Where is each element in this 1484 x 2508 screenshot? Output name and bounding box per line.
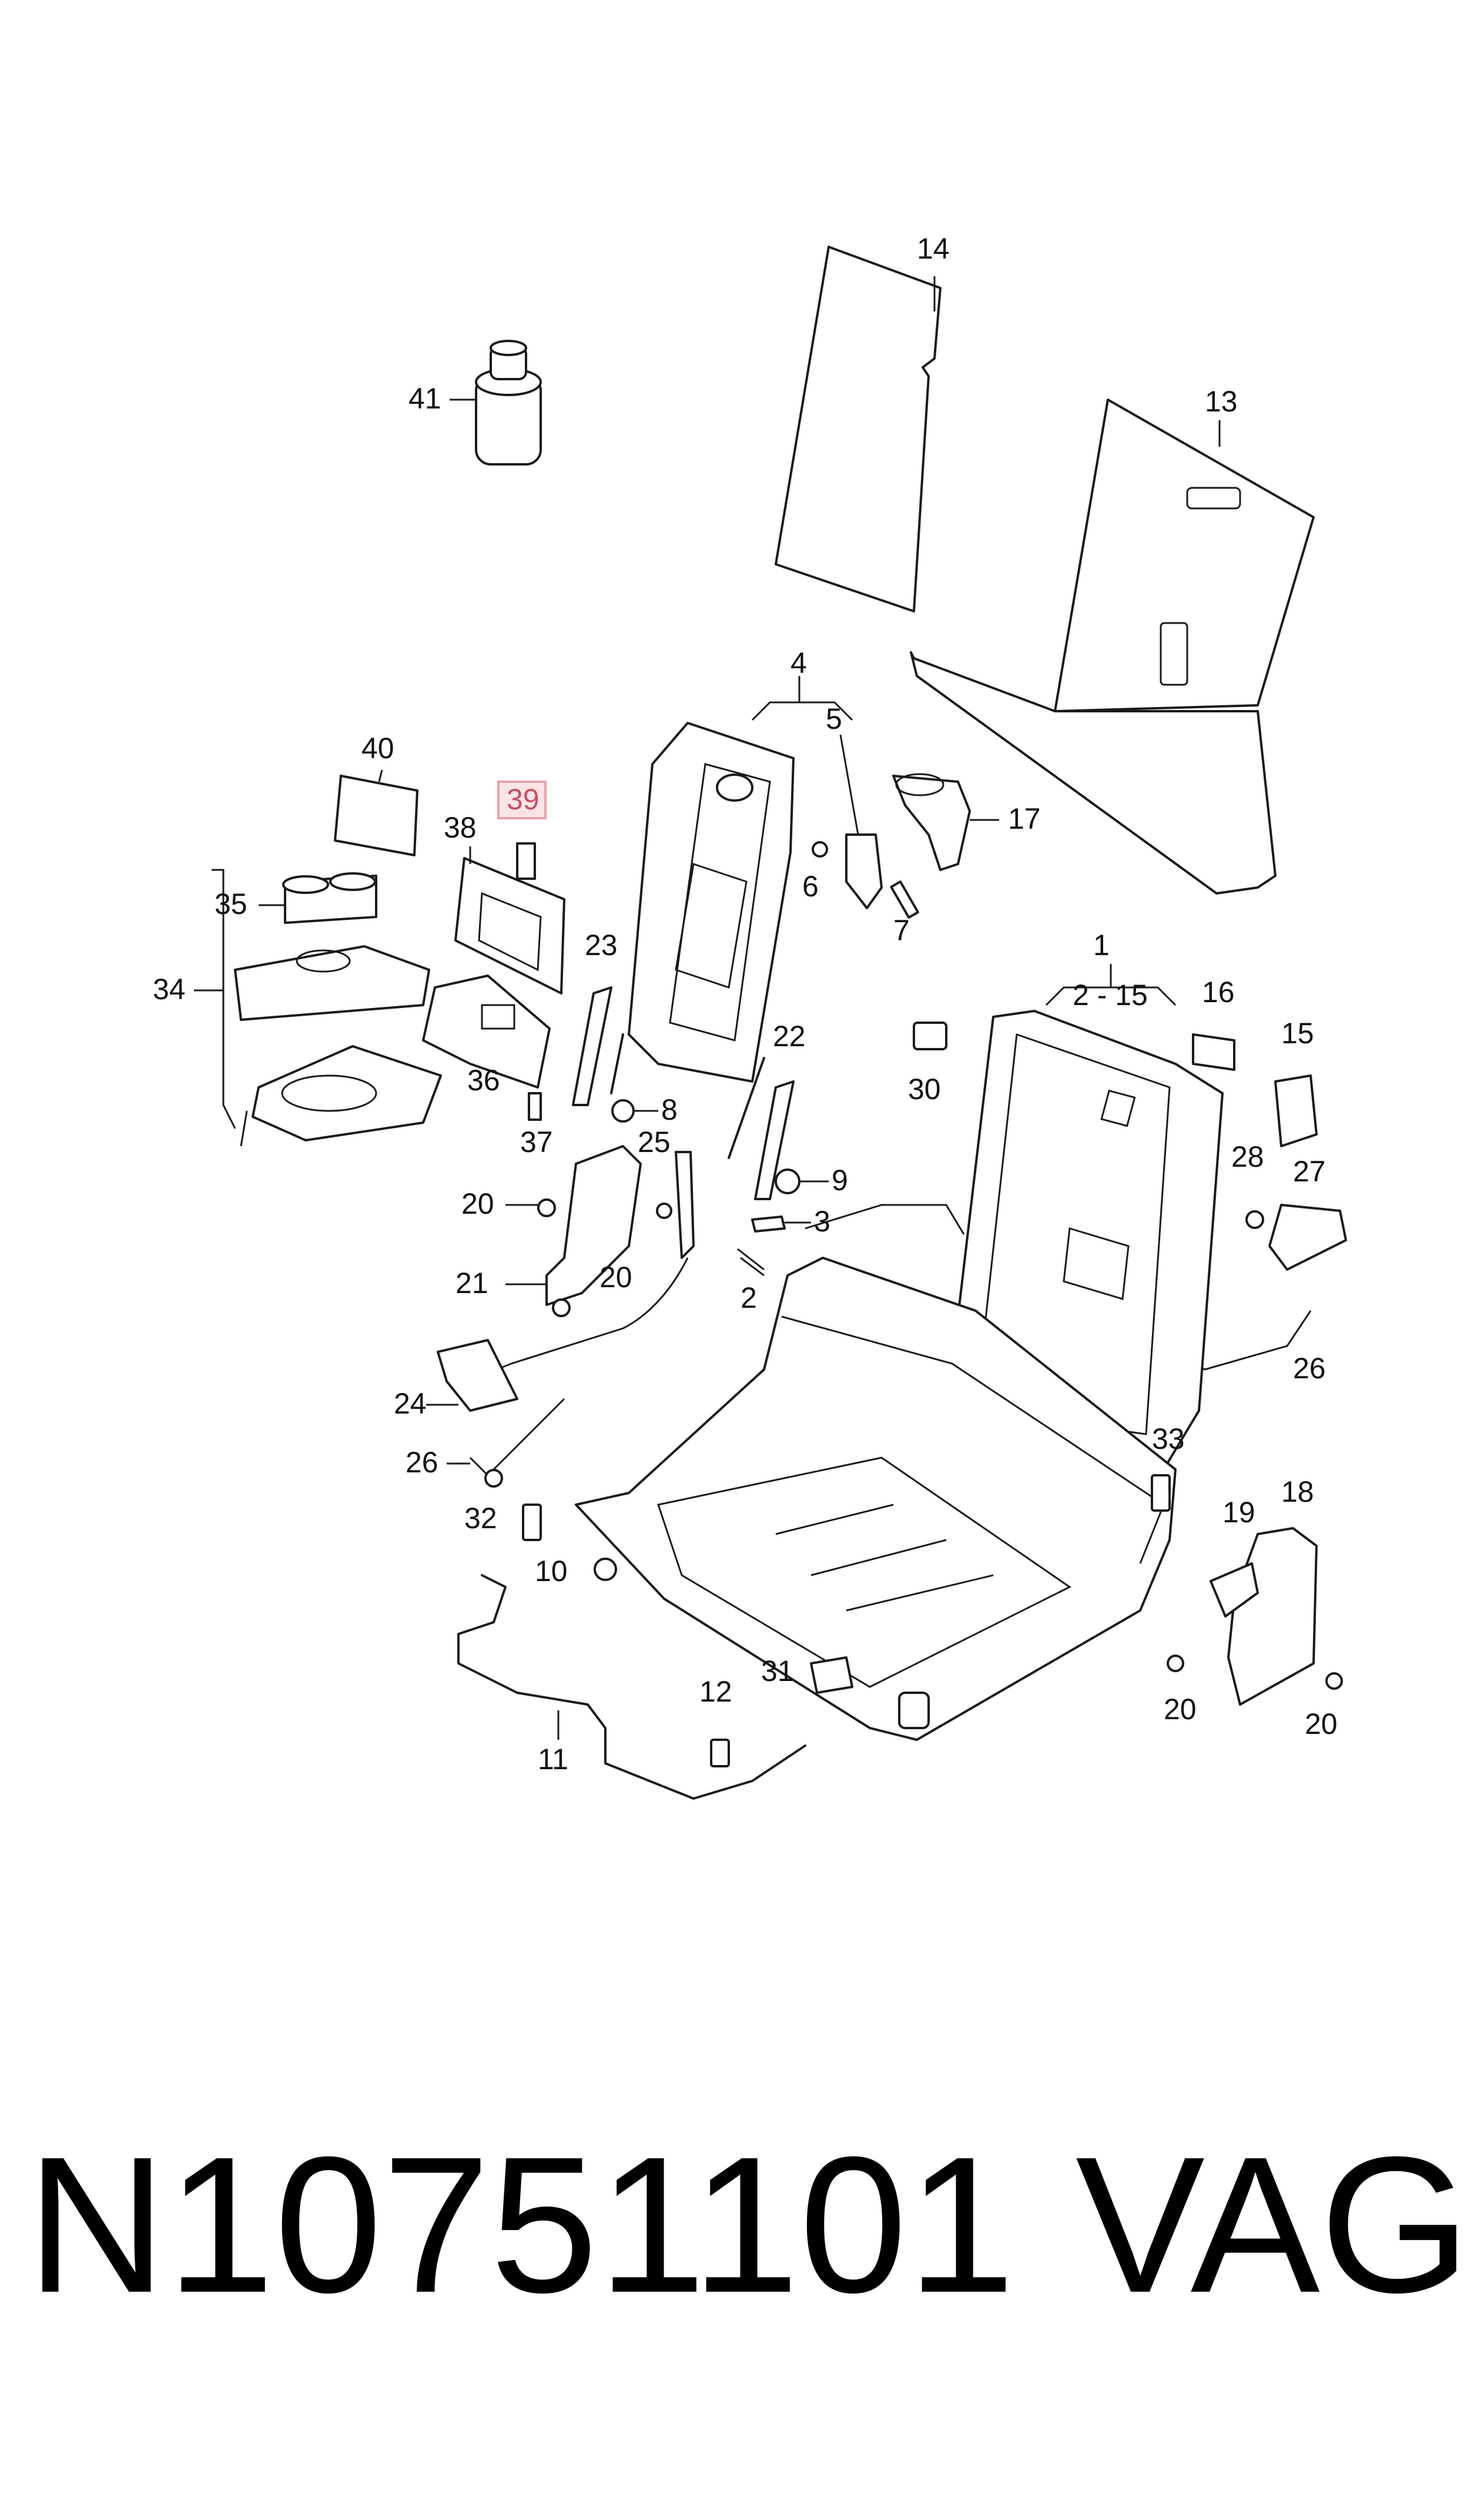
part-38-bracket xyxy=(454,842,565,995)
callout-33: 33 xyxy=(1152,1422,1185,1455)
parts-right-hardware xyxy=(913,1022,1347,1271)
part-21-trim xyxy=(505,1145,642,1317)
parts-bolts xyxy=(522,1474,1171,1767)
callout-20-d: 20 xyxy=(1305,1707,1338,1740)
part-number: N10751101 xyxy=(26,2116,1016,2333)
callout-26-b: 26 xyxy=(1293,1352,1326,1385)
callout-25: 25 xyxy=(638,1126,671,1158)
callout-labels: 14 13 41 4 5 40 39 17 38 6 35 7 1 23 2 -… xyxy=(153,232,1338,1776)
part-5-latch xyxy=(812,734,919,919)
callout-19: 19 xyxy=(1222,1496,1255,1529)
callout-28: 28 xyxy=(1231,1140,1264,1173)
callout-5: 5 xyxy=(826,702,842,735)
callout-2-15: 2 - 15 xyxy=(1073,979,1148,1012)
part-35-cupholder xyxy=(259,872,377,924)
callout-17: 17 xyxy=(1008,802,1041,835)
callout-3: 3 xyxy=(814,1205,830,1238)
callout-9: 9 xyxy=(832,1164,848,1197)
part-40-card xyxy=(334,769,418,856)
part-13-panel xyxy=(910,399,1315,895)
callout-27: 27 xyxy=(1293,1155,1326,1188)
callout-24: 24 xyxy=(394,1387,427,1420)
callout-7: 7 xyxy=(893,914,910,947)
callout-31: 31 xyxy=(761,1655,794,1687)
part-4-backrest-frame xyxy=(610,676,853,1159)
callout-35: 35 xyxy=(215,888,247,920)
part-14-panel xyxy=(775,246,942,612)
parts-small-hardware xyxy=(572,986,829,1277)
callout-6: 6 xyxy=(802,870,819,903)
callout-30: 30 xyxy=(908,1073,941,1106)
callout-2: 2 xyxy=(741,1281,757,1314)
callout-38: 38 xyxy=(444,811,477,844)
part-18-trim xyxy=(1167,1527,1343,1706)
callout-15: 15 xyxy=(1281,1017,1314,1050)
callout-11: 11 xyxy=(538,1743,568,1776)
callout-26-a: 26 xyxy=(406,1446,438,1479)
callout-20-c: 20 xyxy=(1164,1693,1197,1726)
callout-36: 36 xyxy=(467,1064,500,1097)
part-24-bracket xyxy=(426,1339,518,1412)
part-41-container xyxy=(450,340,542,466)
callout-32: 32 xyxy=(464,1502,497,1535)
callout-14: 14 xyxy=(917,232,950,265)
callout-10: 10 xyxy=(535,1555,568,1588)
callout-4: 4 xyxy=(790,647,807,679)
part-11-rod xyxy=(457,1574,806,1800)
callout-41: 41 xyxy=(408,382,441,415)
callout-21: 21 xyxy=(455,1267,488,1300)
callout-1: 1 xyxy=(1093,929,1110,962)
callout-34: 34 xyxy=(153,973,186,1006)
callout-22: 22 xyxy=(773,1020,806,1053)
callout-18: 18 xyxy=(1281,1475,1314,1508)
callout-20-b: 20 xyxy=(599,1261,632,1294)
part-2-seat-frame xyxy=(575,1257,1177,1741)
callout-16: 16 xyxy=(1202,976,1235,1009)
callout-39: 39 xyxy=(507,783,540,816)
brand-name: VAG xyxy=(1076,2116,1471,2333)
callout-39-highlight: 39 xyxy=(497,781,547,819)
callout-12: 12 xyxy=(699,1675,732,1708)
part-17-clip xyxy=(892,773,999,871)
callout-13: 13 xyxy=(1205,385,1238,418)
callout-20-a: 20 xyxy=(461,1187,494,1220)
callout-37: 37 xyxy=(520,1126,553,1158)
part-25-bracket xyxy=(481,1151,695,1377)
callout-23: 23 xyxy=(585,929,618,962)
part-34-armrest xyxy=(194,869,442,1147)
callout-40: 40 xyxy=(361,732,394,765)
callout-8: 8 xyxy=(661,1093,678,1126)
part-36-hinge xyxy=(422,975,551,1121)
